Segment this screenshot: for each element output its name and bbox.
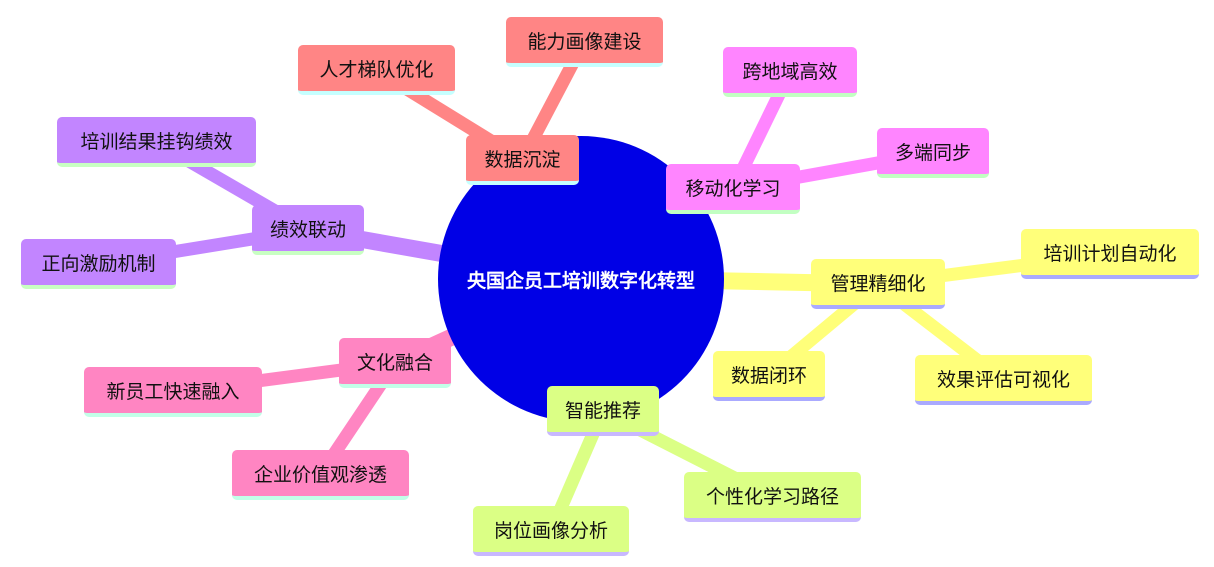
branch-node[interactable]: 绩效联动 bbox=[252, 205, 364, 255]
leaf-node[interactable]: 能力画像建设 bbox=[506, 17, 663, 67]
leaf-node[interactable]: 人才梯队优化 bbox=[298, 45, 455, 95]
leaf-node[interactable]: 培训计划自动化 bbox=[1021, 229, 1199, 279]
branch-node[interactable]: 智能推荐 bbox=[547, 386, 659, 436]
leaf-node[interactable]: 效果评估可视化 bbox=[915, 355, 1092, 405]
leaf-node[interactable]: 培训结果挂钩绩效 bbox=[57, 117, 256, 167]
leaf-node[interactable]: 多端同步 bbox=[877, 128, 989, 178]
root-label: 央国企员工培训数字化转型 bbox=[466, 269, 695, 292]
leaf-node[interactable]: 个性化学习路径 bbox=[684, 472, 861, 522]
leaf-node[interactable]: 正向激励机制 bbox=[21, 239, 176, 289]
leaf-node[interactable]: 跨地域高效 bbox=[723, 47, 857, 97]
leaf-node[interactable]: 企业价值观渗透 bbox=[232, 450, 409, 500]
leaf-node[interactable]: 岗位画像分析 bbox=[473, 506, 629, 556]
leaf-node[interactable]: 新员工快速融入 bbox=[84, 367, 262, 417]
branch-node[interactable]: 管理精细化 bbox=[811, 259, 945, 309]
branch-node[interactable]: 文化融合 bbox=[339, 338, 451, 388]
leaf-node[interactable]: 数据闭环 bbox=[713, 351, 825, 401]
branch-node[interactable]: 移动化学习 bbox=[666, 164, 800, 214]
branch-node[interactable]: 数据沉淀 bbox=[466, 135, 579, 185]
